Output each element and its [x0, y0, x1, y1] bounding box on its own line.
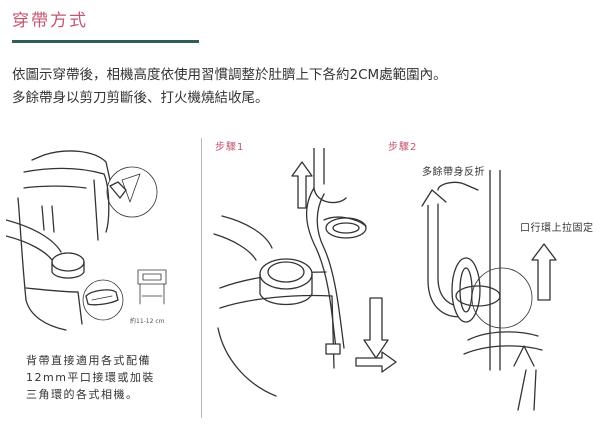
intro-line-2: 多餘帶身以剪刀剪斷後、打火機燒結收尾。: [12, 90, 269, 106]
step-2-illustration: [421, 170, 557, 411]
step-1-illustration: [213, 148, 397, 397]
title-underline: [12, 40, 199, 43]
left-caption-line-3: 三角環的各式相機。: [26, 388, 139, 401]
left-caption: 背帶直接適用各式配備 12mm平口接環或加裝 三角環的各式相機。: [26, 352, 155, 403]
step-2-label: 步驟2: [388, 142, 418, 153]
left-caption-line-1: 背帶直接適用各式配備: [26, 354, 151, 367]
intro-line-1: 依圖示穿帶後，相機高度依使用習慣調整於肚臍上下各約2CM處範圍內。: [12, 67, 447, 83]
step-1-label: 步驟1: [215, 142, 245, 153]
section-title: 穿帶方式: [12, 11, 88, 31]
ring-callout: 口行環上拉固定: [520, 223, 594, 234]
fold-callout: 多餘帶身反折: [422, 167, 485, 178]
camera-lug-illustration: [6, 150, 167, 331]
panel-divider: [201, 138, 202, 418]
left-caption-line-2: 12mm平口接環或加裝: [26, 371, 155, 384]
strap-width-note: 約11-12 cm: [130, 318, 165, 325]
intro-text: 依圖示穿帶後，相機高度依使用習慣調整於肚臍上下各約2CM處範圍內。 多餘帶身以剪…: [12, 64, 447, 110]
